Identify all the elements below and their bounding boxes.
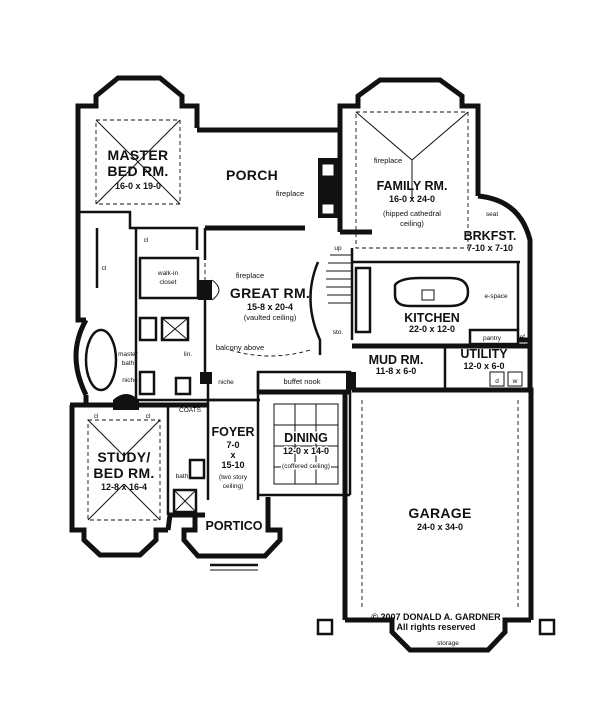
foyer-ceiling-note-2: ceiling) (223, 483, 244, 490)
garage-dims: 24-0 x 34-0 (417, 522, 463, 532)
family-ceiling-note-1: (hipped cathedral (383, 209, 441, 218)
master-bath-line2: bath (122, 360, 135, 367)
foyer-dims-1: 7-0 (226, 440, 239, 450)
kitchen-dims: 22-0 x 12-0 (409, 324, 455, 334)
master-bed-name-line2: BED RM. (107, 163, 168, 179)
study-dims: 12-8 x 16-4 (101, 482, 147, 492)
study-name-line2: BED RM. (93, 465, 154, 481)
coffered-grid (273, 403, 339, 485)
study-bath: bath (176, 473, 189, 480)
great-fireplace-note: fireplace (236, 271, 264, 280)
master-bath-line1: master (118, 351, 139, 358)
brkfst-name: BRKFST. (464, 229, 517, 243)
kitchen-pantry: pantry (483, 335, 502, 342)
great-ceiling-note: (vaulted ceiling) (244, 313, 297, 322)
family-dims: 16-0 x 24-0 (389, 194, 435, 204)
ceiling-lines (87, 111, 519, 610)
foyer-ceiling-note-1: (two story (219, 474, 248, 481)
stair-up: up (334, 245, 342, 252)
master-bed-name-line1: MASTER (108, 147, 169, 163)
family-name: FAMILY RM. (377, 179, 448, 193)
utility-washer: w (512, 378, 518, 385)
family-ceiling-note-2: ceiling) (400, 219, 424, 228)
kitchen-name: KITCHEN (404, 311, 460, 325)
copyright-line1: © 2007 DONALD A. GARDNER (371, 612, 501, 622)
brkfst-seat: seat (486, 211, 498, 218)
master-bed-dims: 16-0 x 19-0 (115, 181, 161, 191)
brkfst-dims: 7-10 x 7-10 (467, 243, 513, 253)
utility-name: UTILITY (460, 347, 508, 361)
kitchen-ref: ref. (517, 334, 527, 341)
master-bath-lin: lin. (184, 351, 193, 358)
foyer-niche: niche (218, 379, 234, 386)
study-closet-1: cl (94, 413, 99, 420)
dining-ceiling-note: (coffered ceiling) (282, 463, 330, 470)
stair-treads (326, 254, 352, 304)
master-bath-niche: niche (122, 377, 138, 384)
exterior-walls (69, 75, 534, 653)
storage-sto: sto. (333, 329, 344, 336)
garage-storage: storage (437, 640, 459, 647)
porch-fireplace-note: fireplace (276, 189, 304, 198)
utility-dryer: d (495, 378, 499, 385)
great-name: GREAT RM. (230, 285, 310, 301)
closet-label-1: cl (102, 265, 107, 272)
foyer-name: FOYER (211, 425, 254, 439)
porch-name: PORCH (226, 167, 278, 183)
dining-dims: 12-0 x 14-0 (283, 446, 329, 456)
mud-dims: 11-8 x 6-0 (376, 366, 417, 376)
kitchen-espace: e-space (484, 293, 508, 300)
dining-name: DINING (284, 431, 328, 445)
foyer-dims-3: 15-10 (221, 460, 244, 470)
coats-label: COATS (179, 407, 202, 414)
mud-name: MUD RM. (369, 353, 424, 367)
garage-name: GARAGE (408, 505, 471, 521)
portico-name: PORTICO (206, 519, 263, 533)
buffet-nook: buffet nook (284, 377, 321, 386)
walkin-line1: walk-in (157, 270, 179, 277)
balcony-note: balcony above (216, 343, 264, 352)
walkin-line2: closet (160, 279, 177, 286)
great-dims: 15-8 x 20-4 (247, 302, 293, 312)
copyright-line2: All rights reserved (396, 622, 475, 632)
family-fireplace-note: fireplace (374, 156, 402, 165)
room-labels: MASTER BED RM. 16-0 x 19-0 PORCH firepla… (93, 147, 526, 647)
study-closet-2: cl (146, 413, 151, 420)
utility-dims: 12-0 x 6-0 (463, 361, 504, 371)
study-name-line1: STUDY/ (97, 449, 150, 465)
foyer-dims-2: x (230, 450, 235, 460)
closet-label-2: cl (144, 237, 149, 244)
